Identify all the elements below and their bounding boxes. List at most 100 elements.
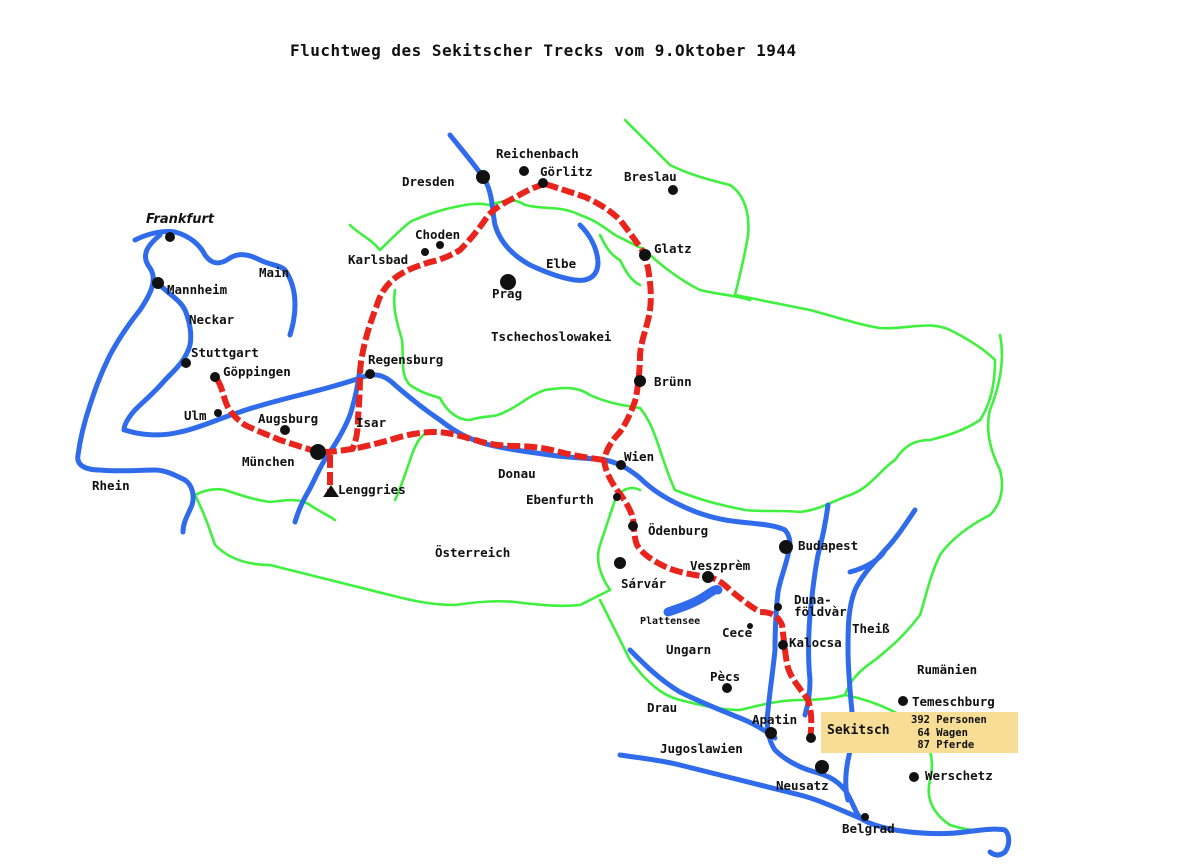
river-neckar: [121, 282, 194, 433]
city-dot-neusatz: [815, 760, 829, 774]
city-dot-stuttgart: [181, 358, 191, 368]
city-dot-ebenfurth: [613, 493, 621, 501]
label-theiss: Theiß: [852, 621, 890, 636]
border-hungary-yugo: [598, 598, 847, 712]
label-donau: Donau: [498, 466, 536, 481]
border-czech-west: [392, 288, 642, 422]
river-isar: [292, 365, 363, 525]
label-mannheim: Mannheim: [167, 282, 228, 297]
label-isar: Isar: [356, 415, 387, 430]
border-bavaria-inner: [393, 428, 432, 502]
label-oedenburg: Ödenburg: [648, 523, 708, 538]
river-main: [132, 229, 298, 338]
city-dot-mannheim: [152, 277, 164, 289]
label-sarvar: Sárvár: [621, 576, 667, 591]
label-ulm: Ulm: [184, 408, 207, 423]
border-austria-hungary: [596, 486, 642, 592]
city-dot-dresden: [476, 170, 490, 184]
city-dot-pecs: [722, 683, 732, 693]
trek-origin-label: Sekitsch: [827, 723, 890, 738]
city-dot-cece: [747, 623, 753, 629]
label-karlsbad: Karlsbad: [348, 252, 408, 267]
label-dunafoeldvar-2: földvàr: [794, 604, 847, 619]
border-austria-south: [193, 493, 612, 608]
label-prag: Prag: [492, 286, 522, 301]
label-werschetz: Werschetz: [925, 768, 993, 783]
city-dot-breslau: [668, 185, 678, 195]
trek-stat-persons: 392 Personen: [911, 714, 987, 726]
lake-plattensee: [663, 585, 723, 617]
border-romania-yugo: [843, 693, 997, 833]
label-drau: Drau: [647, 700, 677, 715]
route-goerlitz-regensburg: [349, 181, 546, 452]
city-dot-werschetz: [909, 772, 919, 782]
trek-stats: 392 Personen 64 Wagen 87 Pferde: [911, 714, 987, 752]
label-breslau: Breslau: [624, 169, 677, 184]
river-theiss-branch: [847, 547, 888, 575]
river-labels: Main Neckar Rhein Isar Donau Elbe Theiß …: [92, 256, 890, 715]
label-goeppingen: Göppingen: [223, 364, 291, 379]
border-elbe-region: [598, 233, 642, 287]
label-main: Main: [259, 265, 289, 280]
river-drau: [627, 647, 778, 741]
map-title: Fluchtweg des Sekitscher Trecks vom 9.Ok…: [290, 41, 797, 60]
label-budapest: Budapest: [798, 538, 858, 553]
label-frankfurt: Frankfurt: [146, 212, 215, 227]
border-czech-slovakia: [643, 248, 752, 302]
city-dot-budapest: [779, 540, 793, 554]
label-dunafoeldvar-1: Duna-: [794, 592, 832, 607]
label-muenchen: München: [242, 454, 295, 469]
label-jugoslawien: Jugoslawien: [660, 741, 743, 756]
label-oesterreich: Österreich: [435, 545, 510, 560]
city-dot-kalocsa: [778, 640, 788, 650]
escape-route: [212, 181, 815, 741]
city-dot-sarvar: [614, 557, 626, 569]
city-dot-regensburg: [365, 369, 375, 379]
city-dot-veszprem: [702, 571, 714, 583]
city-dot-reichenbach: [519, 166, 529, 176]
label-ebenfurth: Ebenfurth: [526, 492, 594, 507]
city-dot-choden: [436, 241, 444, 249]
city-dot-lenggries: [323, 485, 339, 497]
city-labels: Frankfurt Mannheim Stuttgart Göppingen U…: [146, 146, 995, 836]
river-danube-branch: [802, 502, 831, 718]
city-markers: [152, 166, 919, 821]
border-slovakia-hungary: [673, 358, 997, 514]
trek-stat-horses: 87 Pferde: [911, 739, 975, 751]
label-kalocsa: Kalocsa: [789, 635, 842, 650]
label-augsburg: Augsburg: [258, 411, 318, 426]
city-dot-muenchen: [310, 444, 326, 460]
route-wien-muenchen: [317, 429, 605, 463]
label-regensburg: Regensburg: [368, 352, 443, 367]
city-dot-wien: [616, 460, 626, 470]
border-czech-east: [623, 118, 997, 362]
border-hungary-romania: [843, 333, 1004, 697]
label-neckar: Neckar: [189, 312, 235, 327]
city-dot-goerlitz: [538, 178, 548, 188]
trek-stat-wagons: 64 Wagen: [911, 726, 968, 739]
river-donau: [122, 372, 1012, 858]
city-dot-oedenburg: [628, 521, 638, 531]
city-dot-ulm: [214, 409, 222, 417]
river-save: [617, 752, 863, 821]
label-reichenbach: Reichenbach: [496, 146, 579, 161]
city-dot-glatz: [639, 249, 651, 261]
label-belgrad: Belgrad: [842, 821, 895, 836]
label-ungarn: Ungarn: [666, 642, 711, 657]
label-apatin: Apatin: [752, 712, 797, 727]
label-rumaenien: Rumänien: [917, 662, 977, 677]
label-choden: Choden: [415, 227, 460, 242]
label-temeschburg: Temeschburg: [912, 694, 995, 709]
city-dot-belgrad: [861, 813, 869, 821]
label-bruenn: Brünn: [654, 374, 692, 389]
city-dot-bruenn: [634, 375, 646, 387]
city-dot-temeschburg: [898, 696, 908, 706]
city-dot-karlsbad: [421, 248, 429, 256]
city-dot-goeppingen: [210, 372, 220, 382]
label-wien: Wien: [624, 449, 654, 464]
label-glatz: Glatz: [654, 241, 692, 256]
city-dot-prag: [500, 274, 516, 290]
label-veszprem: Veszprèm: [690, 558, 751, 573]
river-rhein: [75, 232, 196, 535]
